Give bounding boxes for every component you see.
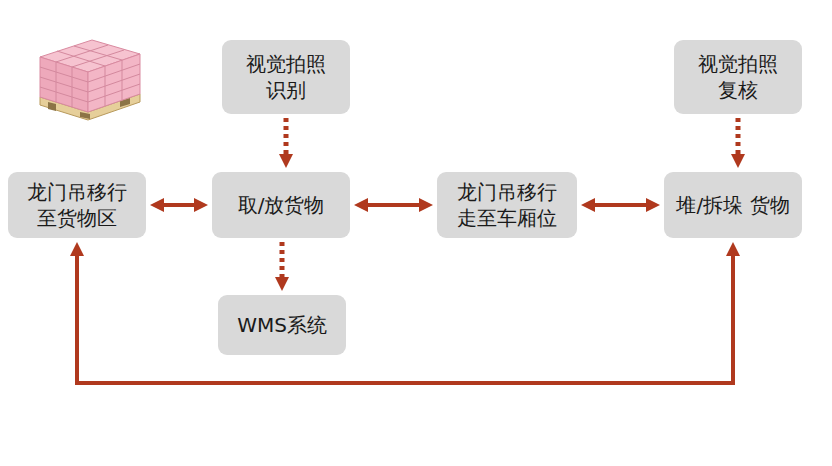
dotted-arrow bbox=[275, 242, 289, 291]
camera-box: 视觉拍照 识别 bbox=[222, 40, 350, 114]
flow-arrow bbox=[354, 198, 433, 212]
box-label: 龙门吊移行 至货物区 bbox=[18, 179, 136, 231]
flow-arrow bbox=[150, 198, 208, 212]
dotted-arrow bbox=[279, 118, 293, 168]
process-box: 堆/拆垛 货物 bbox=[664, 172, 802, 238]
flow-arrow bbox=[70, 242, 740, 383]
process-box: 取/放货物 bbox=[212, 172, 350, 238]
box-label: 视觉拍照 复核 bbox=[684, 51, 792, 103]
flow-arrow bbox=[581, 198, 660, 212]
system-box: WMS系统 bbox=[218, 295, 346, 355]
dotted-arrow bbox=[731, 118, 745, 168]
box-label: 龙门吊移行 走至车厢位 bbox=[447, 179, 567, 231]
box-label: 堆/拆垛 货物 bbox=[676, 192, 789, 218]
process-box: 龙门吊移行 至货物区 bbox=[8, 172, 146, 238]
camera-box: 视觉拍照 复核 bbox=[674, 40, 802, 114]
process-box: 龙门吊移行 走至车厢位 bbox=[437, 172, 577, 238]
box-label: WMS系统 bbox=[237, 312, 327, 338]
box-label: 视觉拍照 识别 bbox=[232, 51, 340, 103]
box-label: 取/放货物 bbox=[238, 192, 325, 218]
